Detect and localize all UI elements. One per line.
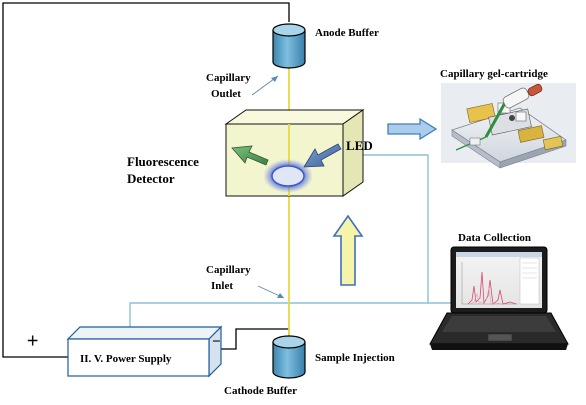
power-supply-label: II. V. Power Supply bbox=[80, 353, 172, 365]
capillary-outlet-label-line2: Outlet bbox=[211, 88, 241, 100]
plus-terminal-icon: + bbox=[27, 330, 38, 352]
anode-buffer-label: Anode Buffer bbox=[315, 27, 379, 39]
detector-label: Detector bbox=[127, 171, 175, 186]
sample-injection-label: Sample Injection bbox=[315, 352, 395, 364]
cartridge-arrow-icon bbox=[387, 117, 438, 141]
capillary-cartridge-image bbox=[441, 83, 576, 169]
capillary-inlet-label-line2: Inlet bbox=[211, 280, 233, 292]
laptop-image bbox=[429, 246, 569, 350]
fluorescence-label: Fluorescence bbox=[127, 154, 199, 169]
power-data-cable bbox=[129, 302, 428, 335]
signal-up-arrow-icon bbox=[332, 214, 364, 286]
emission-arrow-icon bbox=[231, 145, 269, 166]
led-label: LED bbox=[346, 138, 373, 153]
anode-buffer-vial bbox=[272, 23, 306, 69]
capillary-outlet-label: Capillary bbox=[206, 72, 251, 84]
cartridge-label: Capillary gel-cartridge bbox=[440, 68, 548, 80]
detector-data-cable bbox=[363, 154, 453, 304]
capillary-inlet-label: Capillary bbox=[206, 264, 251, 276]
excitation-arrow-icon bbox=[303, 143, 342, 168]
cathode-buffer-vial bbox=[272, 335, 306, 379]
fluorescence-detector-box bbox=[224, 109, 365, 197]
data-collection-label: Data Collection bbox=[458, 232, 531, 244]
power-supply-box bbox=[66, 325, 223, 378]
minus-terminal-icon: − bbox=[212, 334, 221, 350]
plus-terminal-box bbox=[29, 331, 48, 350]
cathode-buffer-label: Cathode Buffer bbox=[224, 385, 297, 397]
hv-wire-anode bbox=[2, 2, 290, 358]
